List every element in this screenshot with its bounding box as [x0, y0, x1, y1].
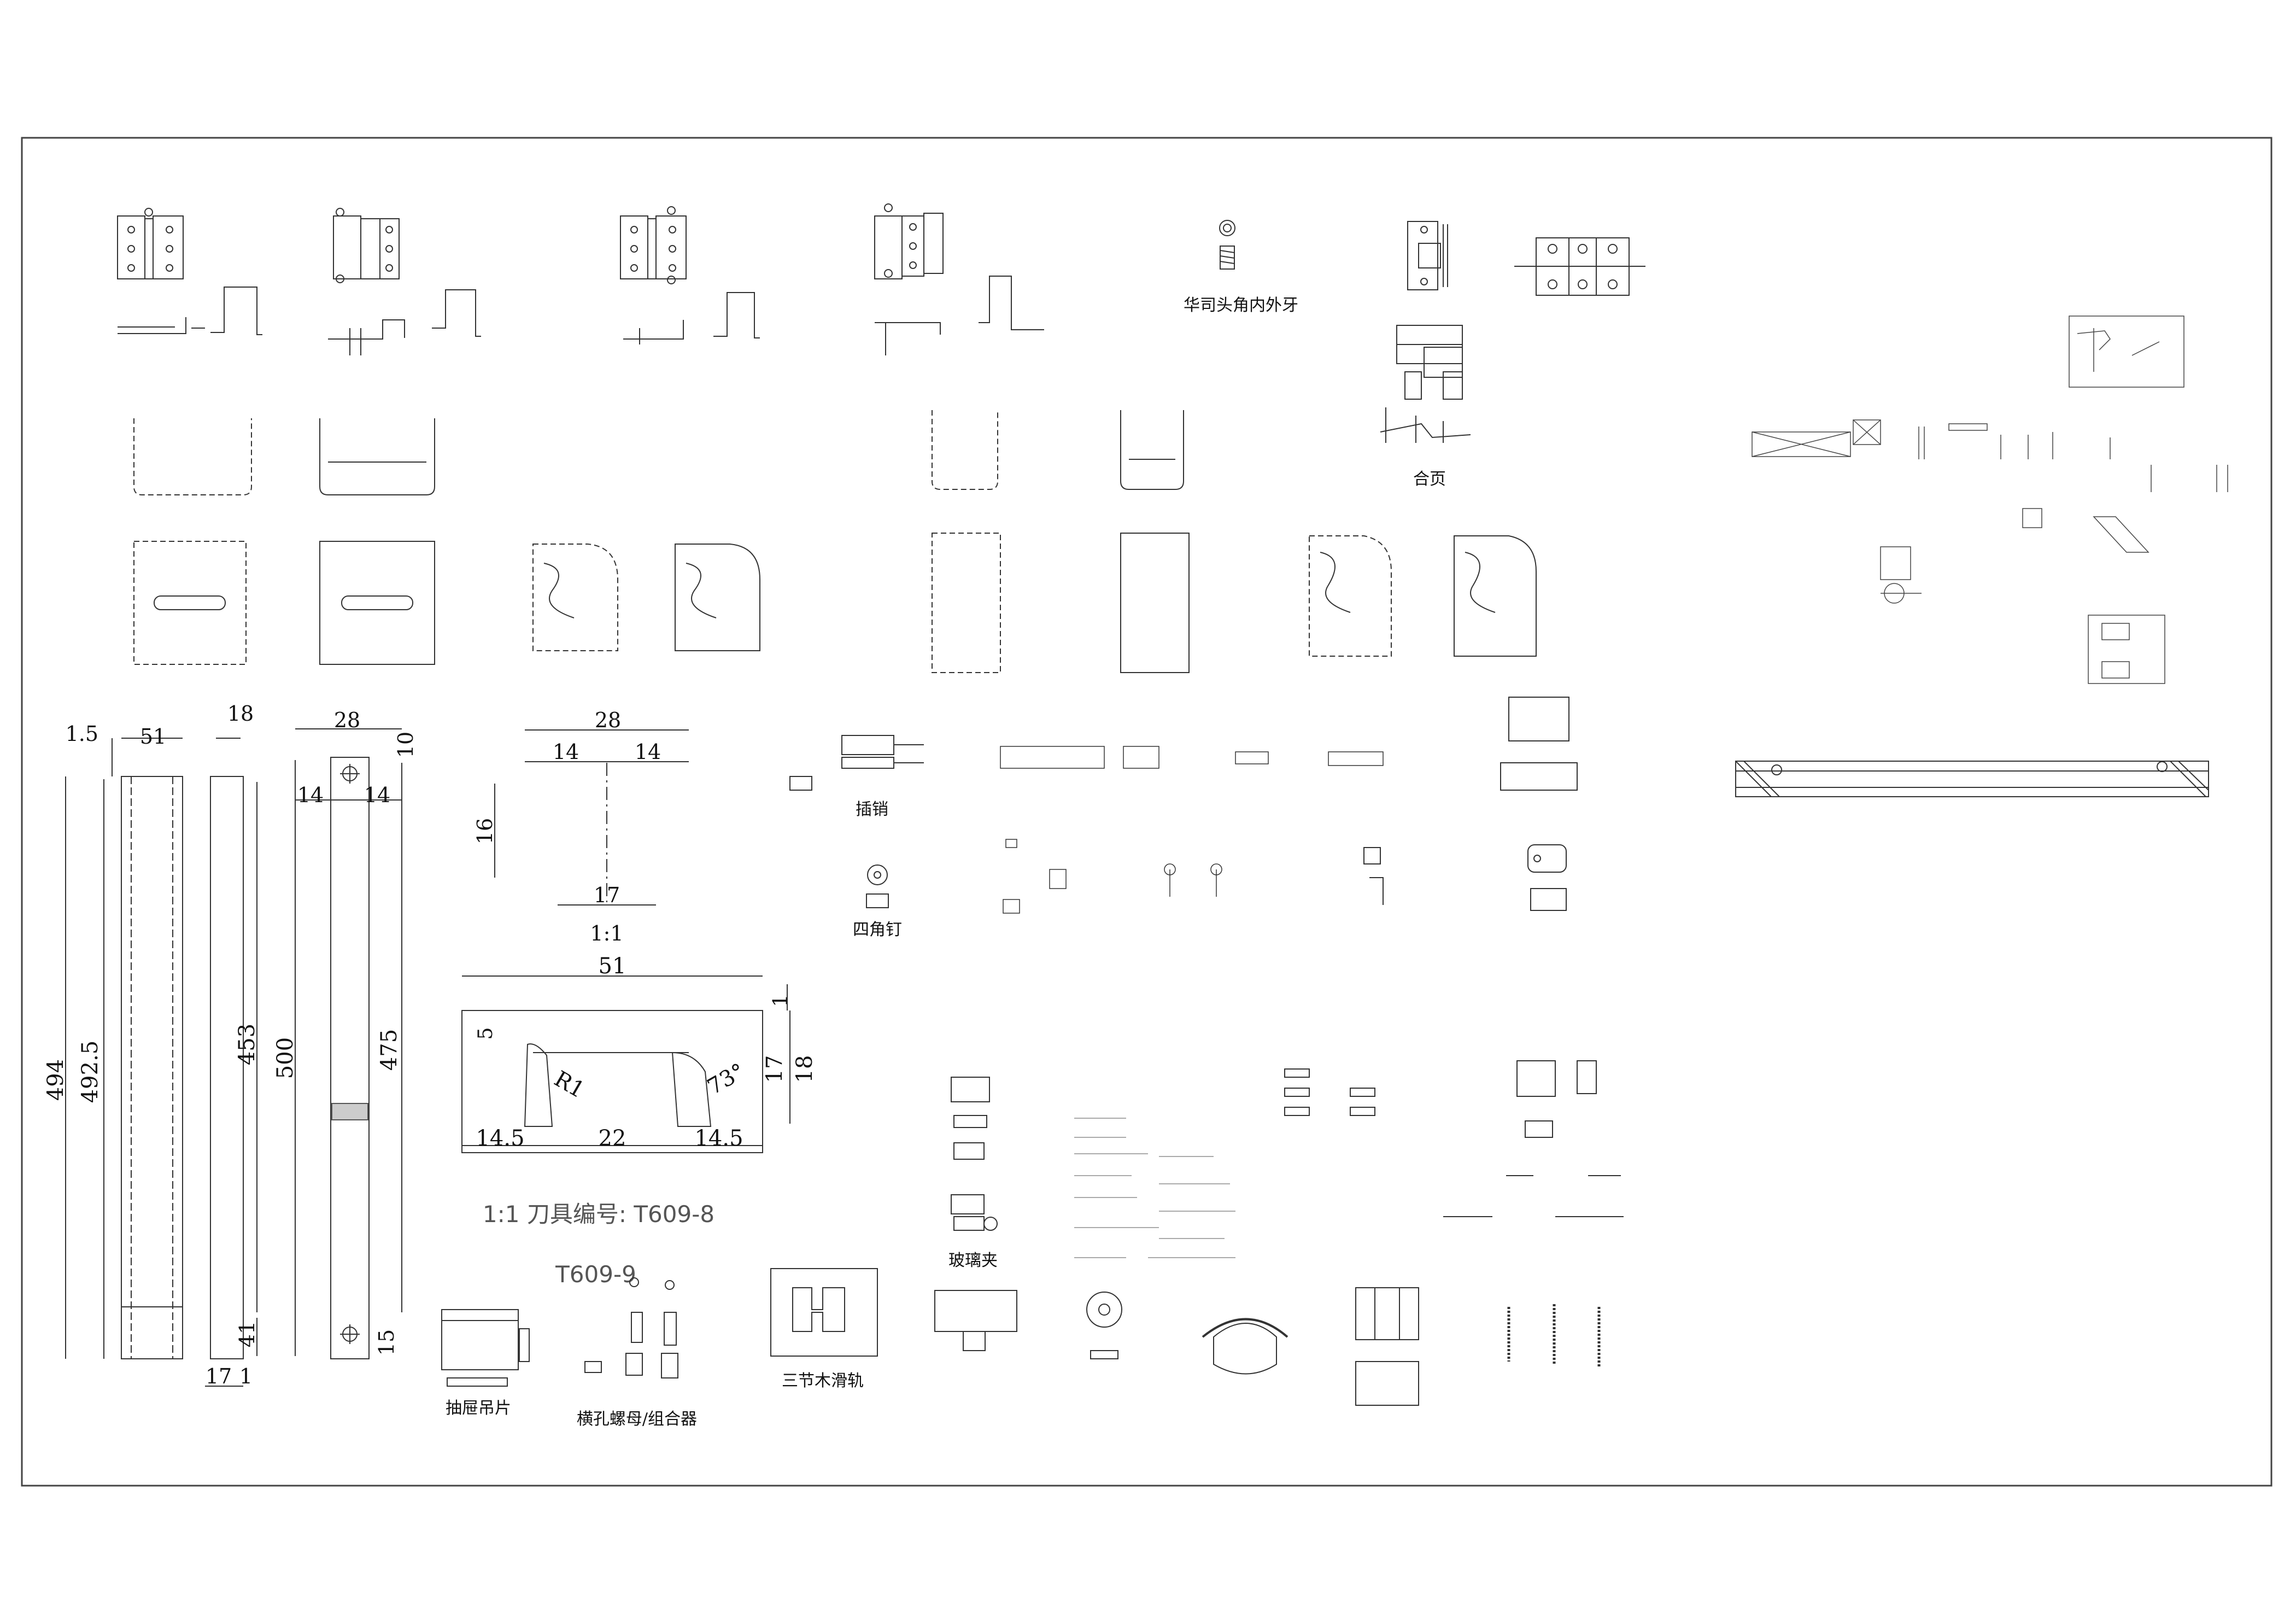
cross-dowel-label: 横孔螺母/组合器 [577, 1410, 697, 1429]
detail-cluster-right [1752, 316, 2228, 684]
plate-drawings-row3 [134, 533, 1536, 673]
dim-453: 453 [235, 1024, 260, 1065]
bolt-latch-label: 插销 [856, 800, 888, 819]
tool-note-t609-9: T609-9 [555, 1261, 636, 1288]
hinge-set-drawing [1380, 221, 1645, 443]
dim-475: 475 [377, 1029, 402, 1071]
sheet-border [22, 138, 2271, 1486]
slide-rail-drawing [771, 1269, 877, 1356]
lock-fittings-drawing [1364, 697, 1577, 910]
dim-494: 494 [43, 1059, 68, 1101]
bracket-drawings-row2 [134, 410, 1184, 495]
dim-17-detail: 17 [594, 883, 620, 907]
hinge-drawing-4 [875, 204, 1044, 355]
dim-500: 500 [273, 1037, 298, 1079]
dim-1-5: 1.5 [66, 722, 98, 746]
tool-note-t609-8: 1:1 刀具编号: T609-8 [483, 1201, 714, 1228]
dim-28-detail: 28 [595, 708, 621, 732]
fastener-bolts-drawing [1443, 1061, 1624, 1367]
shelf-section-drawing [1736, 761, 2209, 797]
hinge-label: 合页 [1413, 470, 1446, 489]
dim-41: 41 [235, 1321, 259, 1347]
dim-1-cutter: 1 [770, 995, 792, 1007]
spec-text-block [1074, 1118, 1235, 1258]
cross-dowel-drawing [585, 1278, 678, 1378]
dim-14-detail-b: 14 [635, 740, 661, 764]
profile-drawing-500 [295, 729, 402, 1359]
dim-14-5-left: 14.5 [476, 1126, 524, 1151]
dim-73: 73° [703, 1059, 749, 1100]
cutter-profile-drawing [462, 976, 790, 1153]
dim-18: 18 [227, 702, 254, 726]
drawer-hanger-drawing [442, 1310, 529, 1386]
glass-clip-drawing [935, 1077, 1017, 1351]
scale-note: 1:1 [590, 921, 623, 945]
dim-17-cutter: 17 [762, 1055, 787, 1083]
dim-17: 17 [206, 1364, 232, 1388]
dim-15: 15 [374, 1329, 399, 1356]
dim-r1: R1 [550, 1066, 589, 1103]
dim-28: 28 [334, 708, 360, 732]
cam-lock-drawing [1087, 1292, 1287, 1374]
dim-51: 51 [140, 725, 166, 749]
glass-clip-label: 玻璃夹 [948, 1251, 998, 1270]
dim-14-right: 14 [364, 783, 390, 807]
dowel-connectors-drawing [1285, 1069, 1419, 1405]
dim-10: 10 [394, 732, 418, 758]
dim-18-cutter: 18 [792, 1055, 817, 1083]
bolt-latch-drawing [790, 735, 924, 790]
dim-22: 22 [599, 1126, 626, 1151]
hinge-drawing-1 [118, 208, 262, 335]
slide-rail-label: 三节木滑轨 [782, 1371, 864, 1391]
dim-14-5-right: 14.5 [694, 1126, 743, 1151]
hinge-drawing-3 [620, 207, 760, 344]
tee-nut-label: 四角钉 [853, 920, 902, 939]
drawer-hanger-label: 抽屉吊片 [446, 1399, 511, 1418]
dim-14-left: 14 [297, 783, 324, 807]
dim-492-5: 492.5 [78, 1041, 103, 1103]
dim-16: 16 [473, 818, 497, 844]
insert-nut-drawing [1220, 220, 1235, 269]
dim-51-cutter: 51 [599, 954, 626, 979]
groove-detail-drawing [495, 730, 689, 905]
pipe-nut-label: 华司头角内外牙 [1184, 296, 1298, 315]
tee-nut-drawing [866, 865, 888, 908]
dim-5: 5 [475, 1027, 497, 1040]
dim-1: 1 [239, 1364, 253, 1388]
dim-14-detail-a: 14 [553, 740, 579, 764]
connector-fittings-drawing [1000, 746, 1383, 913]
hinge-drawing-2 [328, 208, 481, 355]
profile-drawing-494 [66, 738, 257, 1386]
